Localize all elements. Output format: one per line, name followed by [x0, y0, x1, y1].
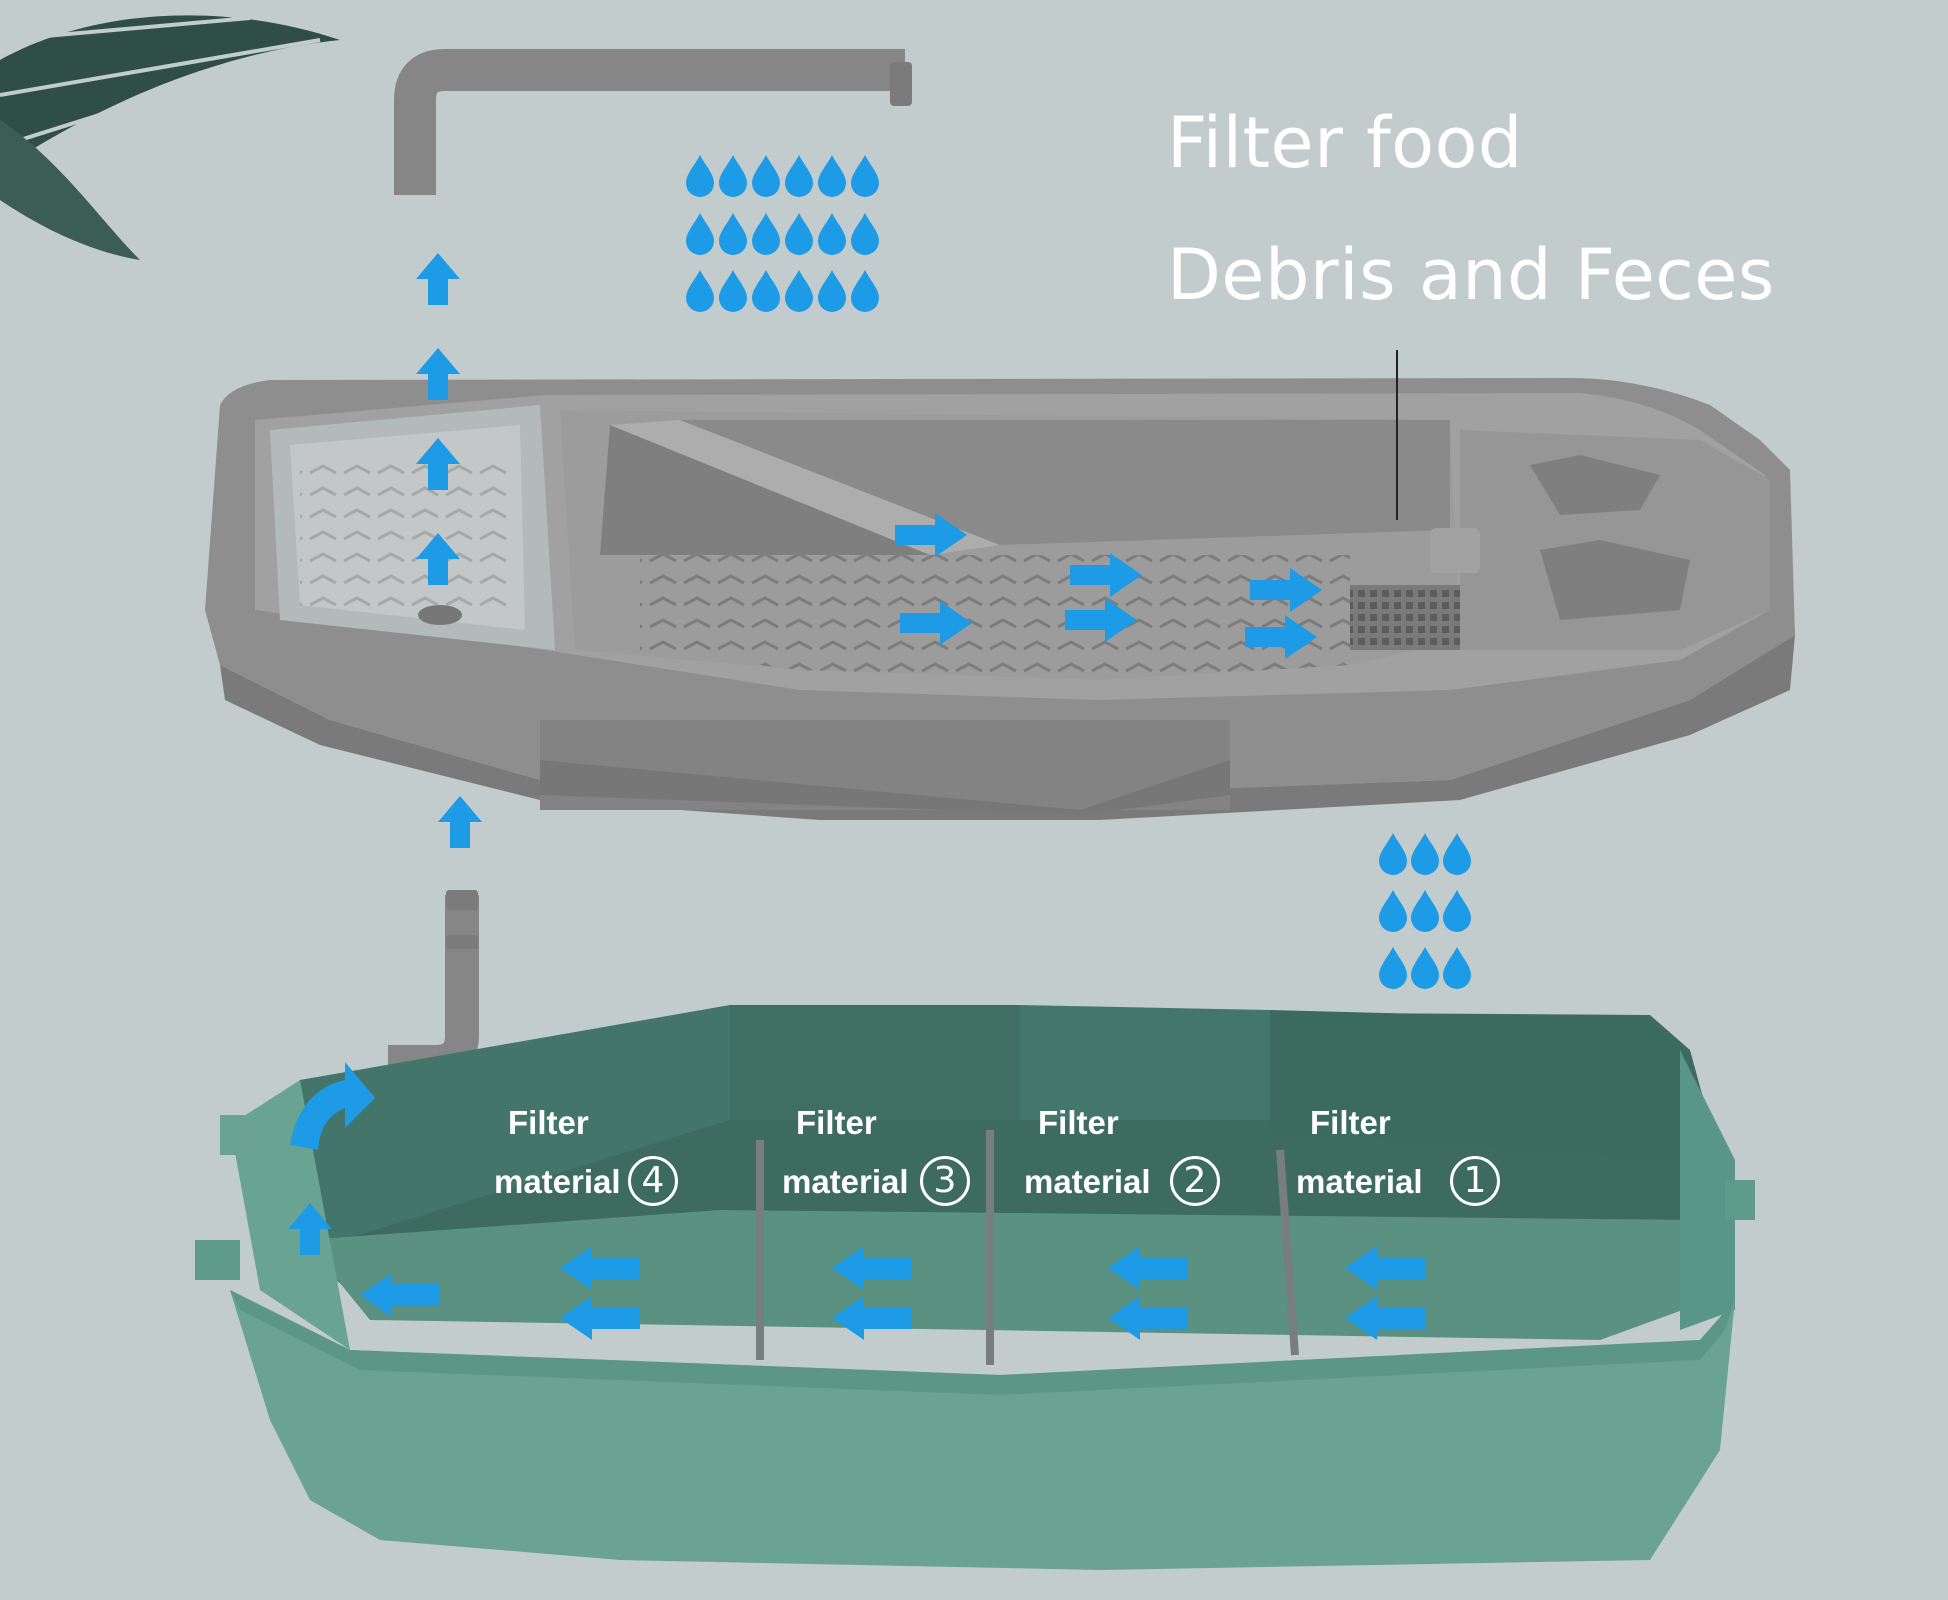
water-drop-icon [1411, 947, 1439, 989]
water-drop-icon [1411, 890, 1439, 932]
chamber-2-title: Filter [1038, 1104, 1119, 1141]
chamber-3-label: material [782, 1163, 909, 1200]
water-drop-icon [785, 155, 813, 197]
water-drop-icon [752, 155, 780, 197]
water-drop-icon [686, 270, 714, 312]
flow-arrows [288, 253, 1425, 1340]
inlet-pipe [388, 890, 479, 1079]
chamber-3-title: Filter [796, 1104, 877, 1141]
top-filter-tray [205, 378, 1795, 820]
water-drop-icon [1379, 890, 1407, 932]
palm-leaf-icon [0, 15, 340, 260]
chamber-4-title: Filter [508, 1104, 589, 1141]
water-drop-icon [1443, 890, 1471, 932]
water-drop-icon [1411, 833, 1439, 875]
water-drop-icon [686, 213, 714, 255]
arrow-icon [290, 1062, 375, 1150]
outlet-pipe [394, 49, 912, 195]
water-drop-icon [719, 155, 747, 197]
debris-and-feces-label: Debris and Feces [1167, 234, 1775, 316]
chamber-3-number: 3 [920, 1156, 970, 1206]
water-drop-icon [818, 213, 846, 255]
water-drop-icon [1379, 833, 1407, 875]
water-drop-icon [818, 270, 846, 312]
water-drop-icon [1443, 833, 1471, 875]
water-drop-icon [686, 155, 714, 197]
chamber-2-label: material [1024, 1163, 1151, 1200]
bottom-filter-tank [195, 1005, 1755, 1570]
water-drop-icon [752, 213, 780, 255]
filter-food-label: Filter food [1167, 102, 1523, 184]
arrow-icon [438, 796, 482, 848]
chamber-4-number: 4 [628, 1156, 678, 1206]
water-drop-icon [1443, 947, 1471, 989]
water-drop-icon [719, 213, 747, 255]
chamber-1-title: Filter [1310, 1104, 1391, 1141]
water-drop-icon [719, 270, 747, 312]
chamber-1-number: 1 [1450, 1156, 1500, 1206]
water-drop-icon [818, 155, 846, 197]
water-drops-top [686, 155, 879, 312]
water-drops-right [1379, 833, 1471, 989]
chamber-1-label: material [1296, 1163, 1423, 1200]
water-drop-icon [851, 155, 879, 197]
chamber-2-number: 2 [1170, 1156, 1220, 1206]
chamber-4-label: material [494, 1163, 621, 1200]
water-drop-icon [851, 270, 879, 312]
arrow-icon [416, 253, 460, 305]
water-drop-icon [785, 270, 813, 312]
water-drop-icon [785, 213, 813, 255]
water-drop-icon [1379, 947, 1407, 989]
water-drop-icon [851, 213, 879, 255]
water-drop-icon [752, 270, 780, 312]
